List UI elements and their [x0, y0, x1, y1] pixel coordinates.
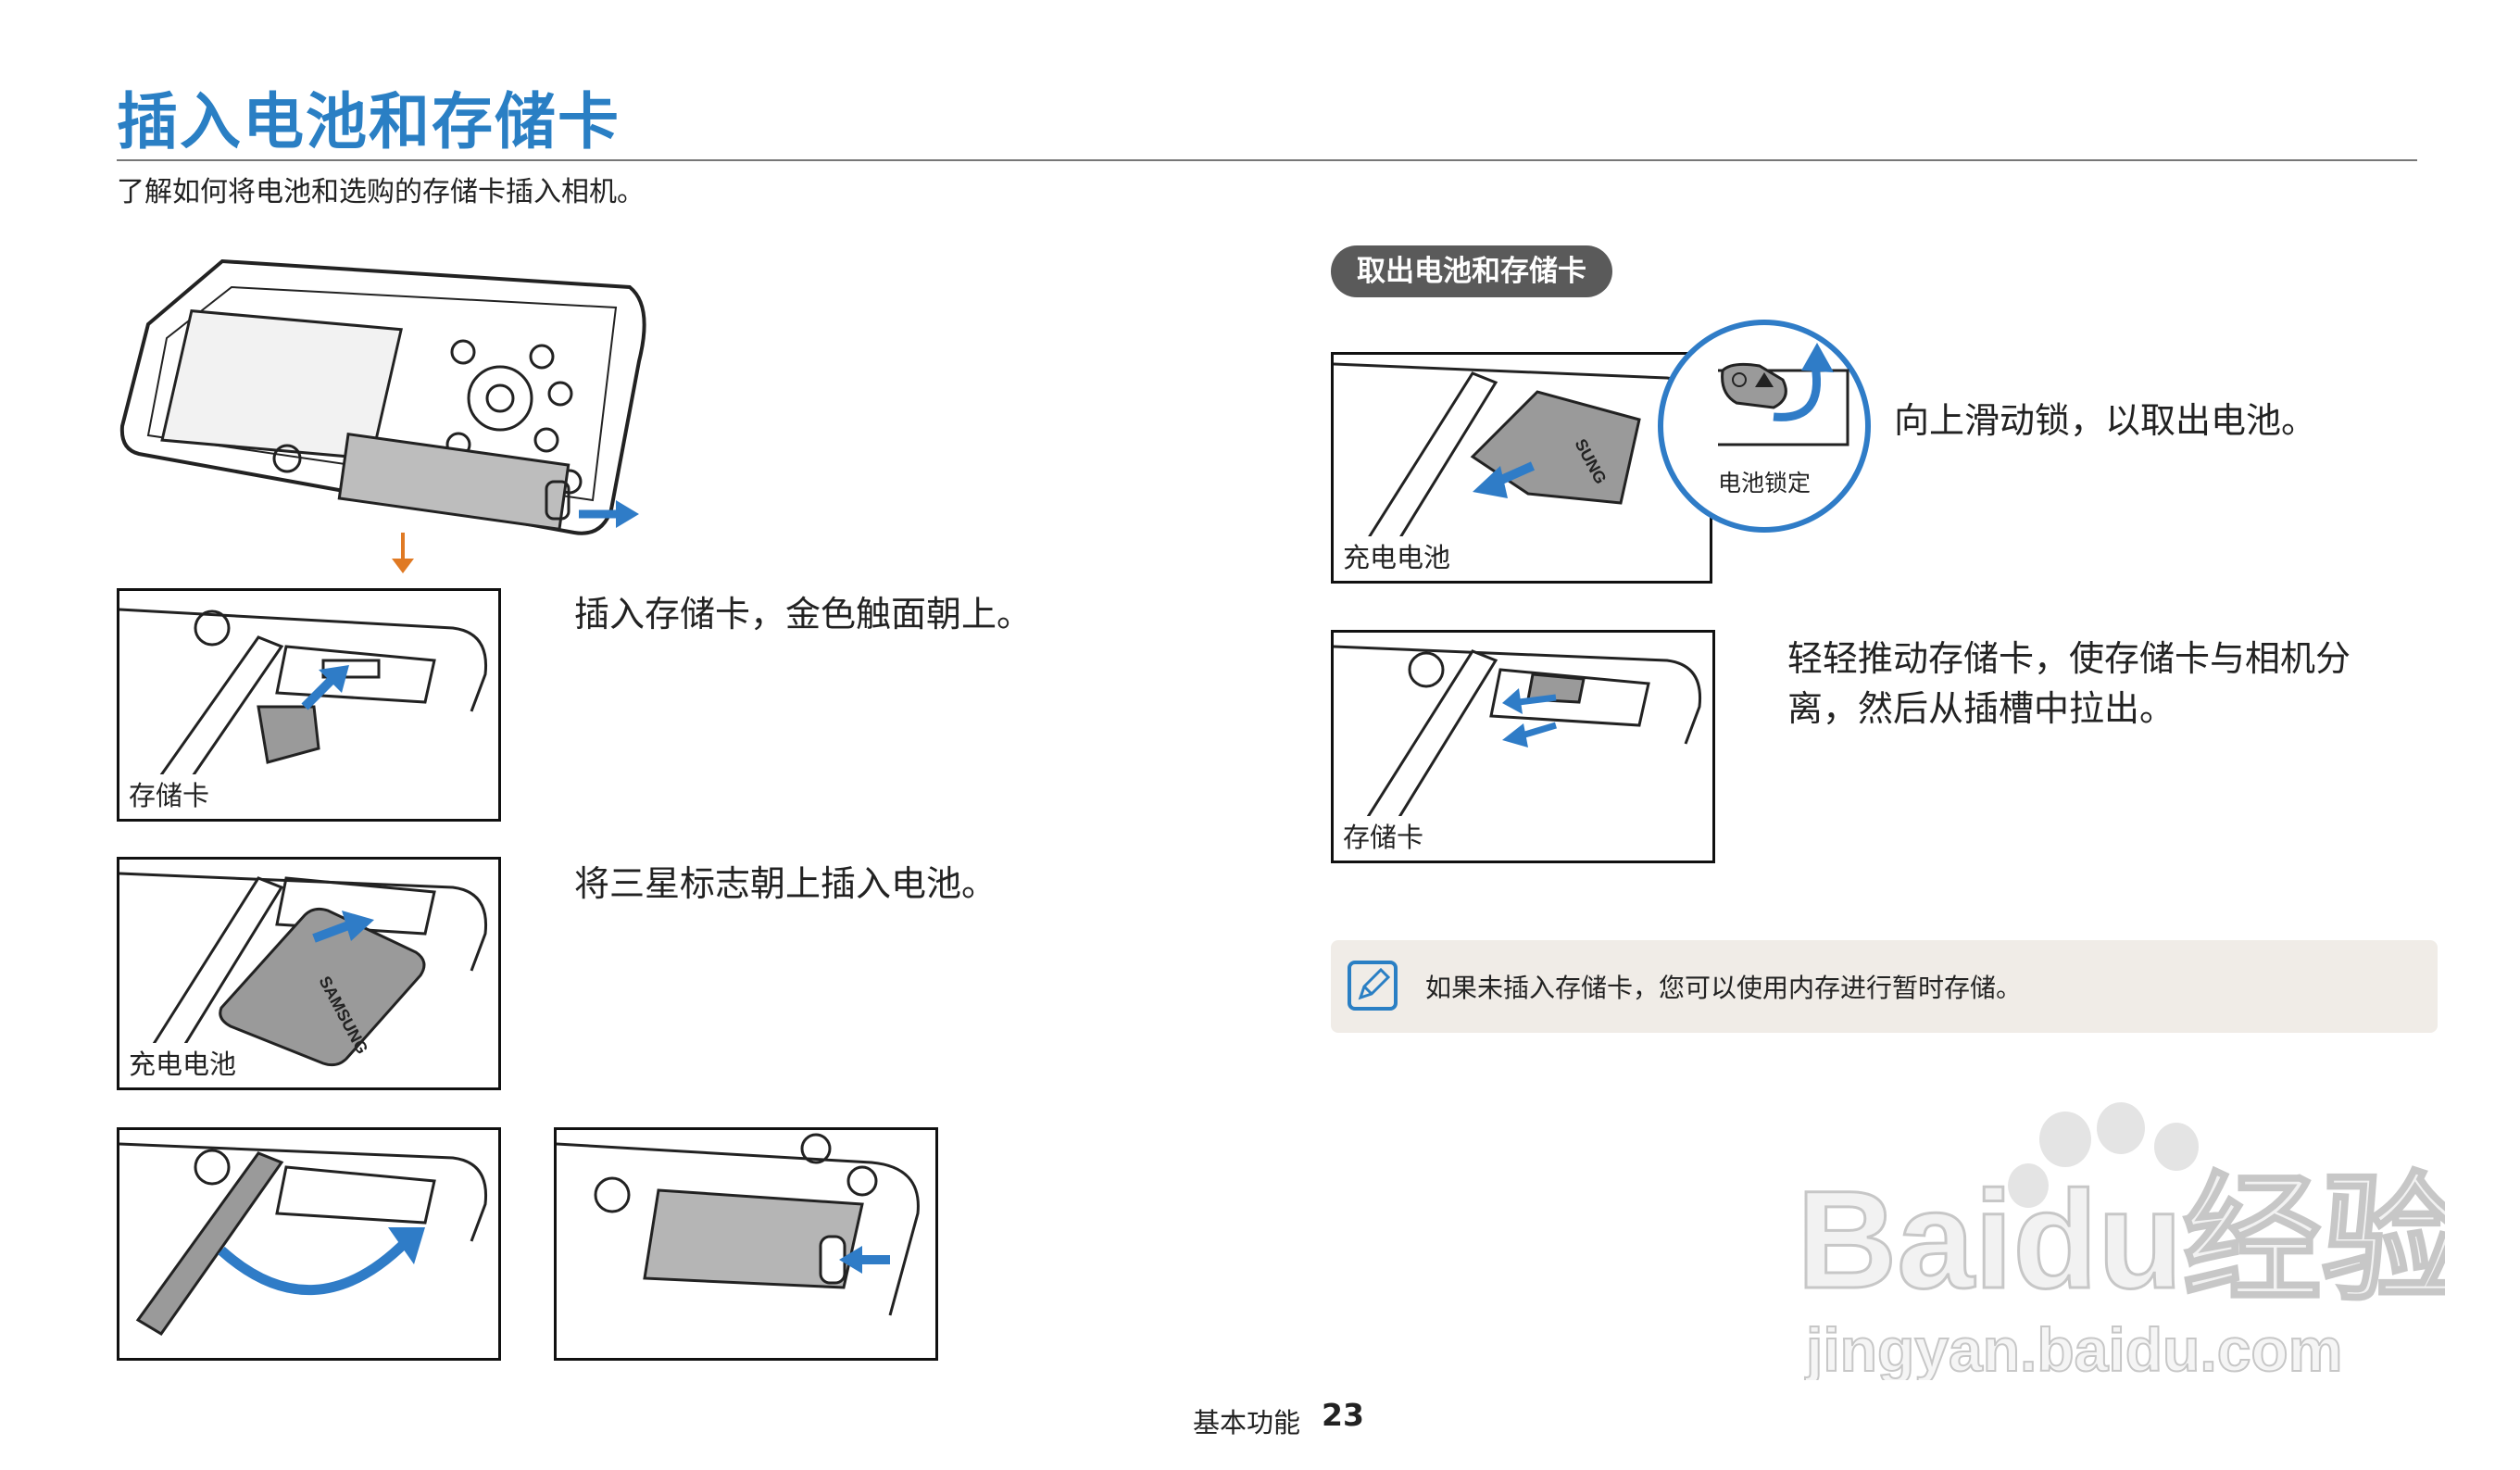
step-slide-lock: 向上滑动锁，以取出电池。 — [1894, 396, 2316, 446]
step-insert-battery: 将三星标志朝上插入电池。 — [574, 859, 997, 909]
battery-lock-label: 电池锁定 — [1718, 465, 1811, 498]
camera-overview-illustration — [111, 250, 648, 565]
memory-card-insert-panel: 存储卡 — [117, 588, 501, 822]
step-remove-memory-card-line2: 离，然后从插槽中拉出。 — [1787, 684, 2175, 734]
page-title: 插入电池和存储卡 — [117, 72, 621, 161]
section-title-pill: 取出电池和存储卡 — [1331, 245, 1612, 297]
watermark-brand: Baidu经验 — [1797, 1162, 2445, 1317]
panel-caption-battery-remove: 充电电池 — [1343, 536, 1454, 575]
baidu-watermark: Baidu经验 jingyan.baidu.com — [1797, 1102, 2445, 1380]
footer-page-number: 23 — [1322, 1397, 1364, 1433]
note-text: 如果未插入存储卡，您可以使用内存进行暂时存储。 — [1425, 968, 2022, 1005]
down-arrow-icon — [389, 533, 417, 574]
panel-caption-memory-card: 存储卡 — [129, 774, 213, 813]
panel-caption-memory-card-remove: 存储卡 — [1343, 816, 1427, 855]
step-insert-memory-card: 插入存储卡，金色触面朝上。 — [574, 589, 1032, 639]
note-box: 如果未插入存储卡，您可以使用内存进行暂时存储。 — [1331, 940, 2438, 1033]
battery-lock-callout — [1653, 315, 1875, 537]
memory-card-remove-panel: 存储卡 — [1331, 630, 1715, 863]
step-remove-memory-card-line1: 轻轻推动存储卡，使存储卡与相机分 — [1787, 634, 2351, 684]
footer-section-label: 基本功能 — [1193, 1401, 1300, 1440]
page-subtitle: 了解如何将电池和选购的存储卡插入相机。 — [117, 169, 645, 209]
cover-lock-panel — [554, 1127, 938, 1361]
title-divider — [117, 159, 2417, 161]
panel-caption-battery: 充电电池 — [129, 1043, 240, 1082]
note-pencil-icon — [1348, 961, 1398, 1011]
cover-close-panel — [117, 1127, 501, 1361]
watermark-url: jingyan.baidu.com — [1804, 1315, 2342, 1380]
battery-insert-panel: SAMSUNG 充电电池 — [117, 857, 501, 1090]
